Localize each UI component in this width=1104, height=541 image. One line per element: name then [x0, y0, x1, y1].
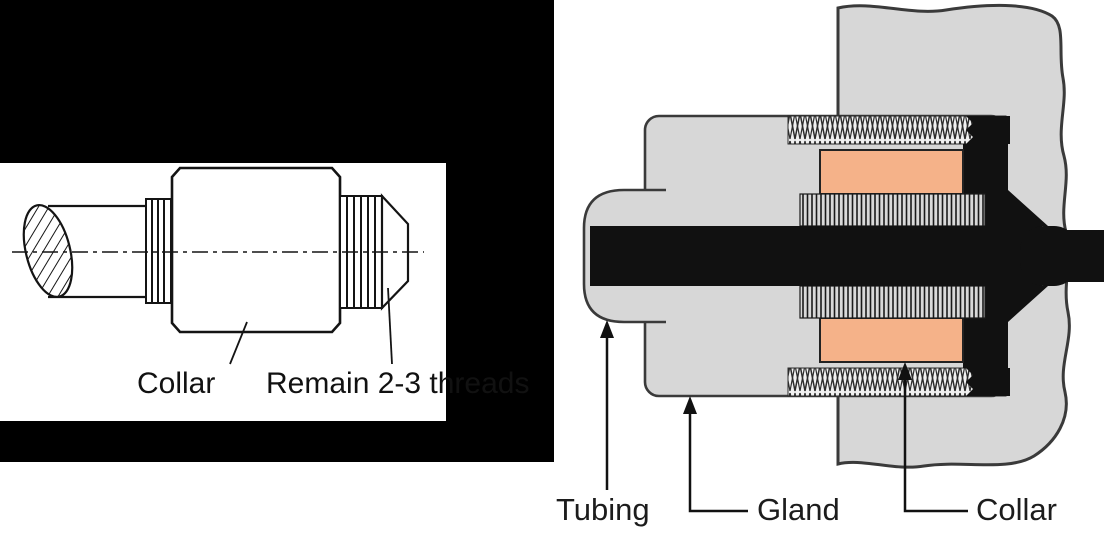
thread-hatch-top	[799, 193, 986, 227]
cross-section-diagram	[582, 3, 1104, 513]
tubing-label: Tubing	[556, 492, 650, 527]
body-thread-section-bottom	[966, 368, 1010, 396]
collar-top	[819, 149, 964, 195]
remain-threads-label: Remain 2-3 threads	[266, 367, 530, 400]
tubing-section	[590, 226, 1104, 286]
label-arrows	[600, 320, 968, 513]
collar-nut-line-drawing	[12, 166, 424, 365]
collar-bottom	[819, 317, 964, 363]
tubing-arrowhead	[600, 320, 614, 338]
remain-leader-line	[387, 287, 393, 365]
collar-label-right: Collar	[976, 492, 1057, 527]
collar-arrowhead	[898, 362, 912, 380]
collar-arrow-line	[903, 376, 968, 513]
left-panel	[0, 0, 554, 462]
tubing-end-outline	[582, 188, 666, 324]
gland-arrow-line	[688, 410, 748, 513]
body-thread-section-top	[966, 116, 1010, 144]
collar-label-left: Collar	[137, 367, 216, 400]
thread-neck	[145, 198, 172, 304]
gland-label: Gland	[757, 492, 840, 527]
gland-arrowhead	[683, 396, 697, 414]
thread-hatch-bottom	[799, 285, 986, 319]
collar-nut-body	[170, 166, 342, 334]
collar-leader-line	[229, 321, 248, 365]
